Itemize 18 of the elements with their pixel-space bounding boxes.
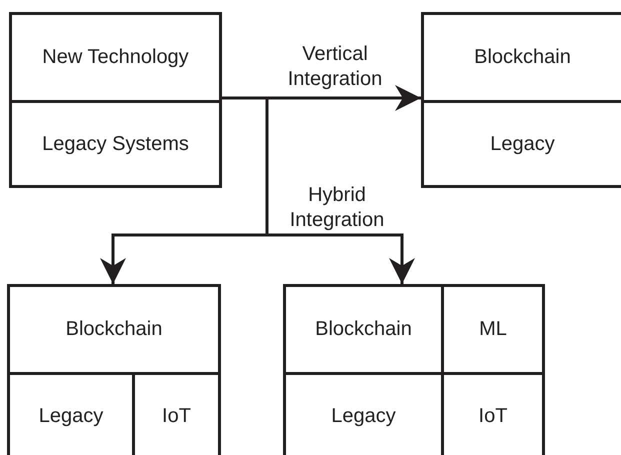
cell-text: New Technology: [42, 46, 189, 69]
cell-text: Legacy: [490, 132, 555, 156]
cell-text: Blockchain: [66, 318, 162, 341]
cell-text: ML: [479, 318, 507, 341]
arrow: [222, 96, 415, 284]
cell-text: Legacy: [38, 404, 104, 428]
cell-text: Blockchain: [315, 318, 412, 341]
cell-text: IoT: [478, 404, 508, 428]
split-box: [283, 284, 545, 455]
split-box: [9, 12, 222, 188]
edge-label: Vertical Integration: [286, 42, 384, 92]
cell-text: IoT: [162, 404, 191, 428]
edge-label: Hybrid Integration: [288, 183, 386, 233]
cell-text: Blockchain: [474, 46, 571, 69]
cell-text: Legacy Systems: [42, 132, 189, 156]
split-box: [421, 12, 621, 188]
cell-text: Legacy: [331, 404, 396, 428]
split-box: [7, 284, 221, 455]
